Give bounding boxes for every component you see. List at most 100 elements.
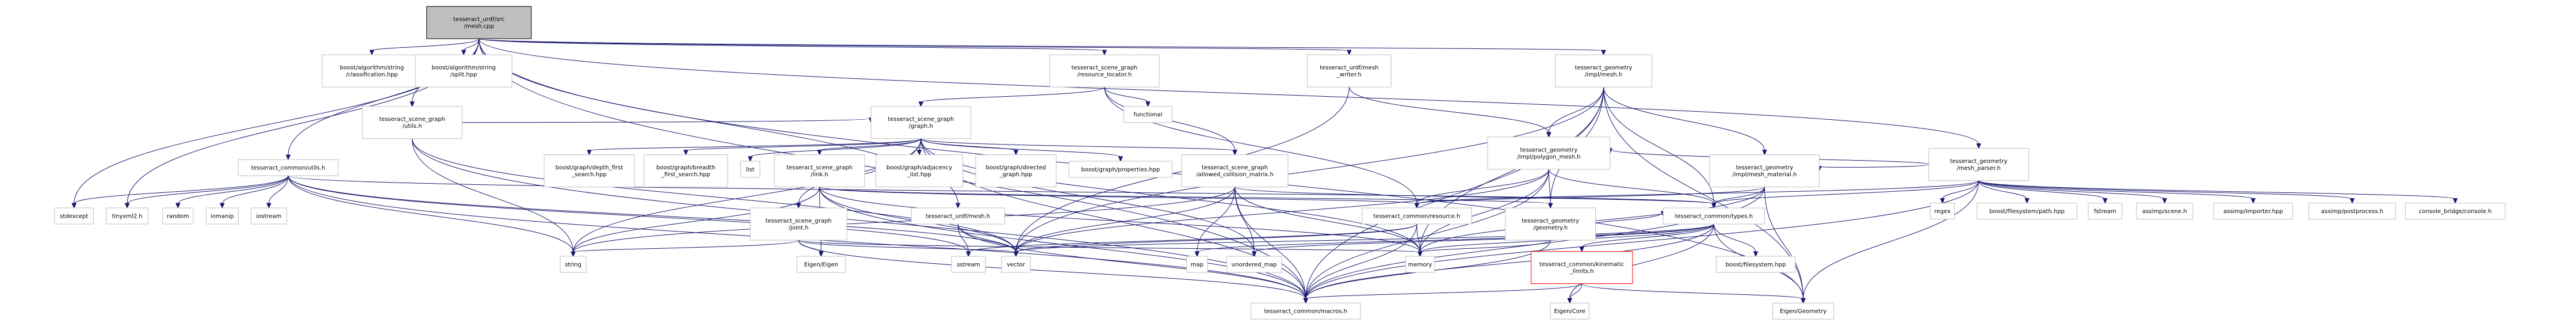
node-allowed-collision-matrix-h[interactable]: tesseract_scene_graph/allowed_collision_… <box>1181 154 1289 188</box>
node-urdf-mesh-h[interactable]: tesseract_urdf/mesh.h <box>911 207 1005 225</box>
node-directed-graph-hpp[interactable]: boost/graph/directed_graph.hpp <box>975 154 1057 188</box>
edge-n0-n5 <box>479 38 1606 56</box>
node-urdf-mesh-writer-h[interactable]: tesseract_urdf/mesh_writer.h <box>1307 54 1392 88</box>
edge-n20-n35 <box>1414 187 1765 209</box>
node-classification-hpp[interactable]: boost/algorithm/string/classification.hp… <box>322 54 422 88</box>
node-stdexcept-label-0: stdexcept <box>60 214 88 220</box>
node-string[interactable]: string <box>560 256 587 273</box>
node-fstream-label-0: fstream <box>2094 208 2116 215</box>
node-geometry-geometry-h[interactable]: tesseract_geometry/geometry.h <box>1505 207 1596 241</box>
edge-n10-n24 <box>1978 180 2168 204</box>
node-breadth-first-search-hpp[interactable]: boost/graph/breadth_first_search.hpp <box>644 154 728 188</box>
node-assimp-postprocess-h-label-0: assimp/postprocess.h <box>2321 208 2383 215</box>
node-functional[interactable]: functional <box>1123 106 1172 123</box>
node-vector[interactable]: vector <box>1001 256 1031 273</box>
edge-n45-n47 <box>1303 283 1583 304</box>
node-adjacency-list-hpp[interactable]: boost/graph/adjacency_list.hpp <box>876 154 964 188</box>
node-split-hpp[interactable]: boost/algorithm/string/split.hpp <box>415 54 513 88</box>
node-urdf-mesh-writer-h-label-0: tesseract_urdf/mesh <box>1320 65 1378 71</box>
node-common-utils-h-label-0: tesseract_common/utils.h <box>251 165 326 172</box>
node-classification-hpp-label-1: /classification.hpp <box>346 72 398 78</box>
node-assimp-importer-hpp-label-0: assimp/Importer.hpp <box>2223 208 2283 215</box>
node-mesh-material-h[interactable]: tesseract_geometry/impl/mesh_material.h <box>1709 154 1820 188</box>
node-geometry-mesh-h-label-0: tesseract_geometry <box>1575 65 1633 71</box>
edge-n37-n46 <box>1713 224 1759 257</box>
node-assimp-scene-h[interactable]: assimp/scene.h <box>2136 203 2193 220</box>
node-filesystem-hpp[interactable]: boost/filesystem.hpp <box>1715 256 1796 273</box>
node-assimp-importer-hpp[interactable]: assimp/Importer.hpp <box>2213 203 2293 220</box>
node-eigen-core[interactable]: Eigen/Core <box>1550 302 1589 320</box>
node-tinyxml2-h-label-0: tinyxml2.h <box>112 214 142 220</box>
node-list-label-0: list <box>746 166 755 173</box>
edge-n10-n21 <box>1940 180 1979 204</box>
edge-n19-n37 <box>1235 187 1717 209</box>
node-mesh-cpp[interactable]: tesseract_urdf/src/mesh.cpp <box>426 6 532 39</box>
node-depth-first-search-hpp[interactable]: boost/graph/depth_first_search.hpp <box>544 154 635 188</box>
node-depth-first-search-hpp-label-1: _search.hpp <box>571 172 606 178</box>
edge-n5-n9 <box>1546 87 1604 138</box>
node-directed-graph-hpp-label-0: boost/graph/directed <box>986 165 1046 171</box>
node-mesh-cpp-label-0: tesseract_urdf/src <box>453 17 505 23</box>
node-resource-locator-h-label-0: tesseract_scene_graph <box>1071 65 1137 71</box>
edge-n35-n41 <box>1013 223 1417 257</box>
node-breadth-first-search-hpp-label-0: boost/graph/breadth <box>656 165 716 171</box>
node-scene-graph-joint-h[interactable]: tesseract_scene_graph/joint.h <box>750 207 847 241</box>
node-mesh-parser-h[interactable]: tesseract_geometry/mesh_parser.h <box>1928 147 2029 181</box>
node-sstream[interactable]: sstream <box>951 256 986 273</box>
edge-n8-n12 <box>587 138 922 155</box>
node-common-macros-h[interactable]: tesseract_common/macros.h <box>1251 302 1361 320</box>
node-iostream[interactable]: iostream <box>251 207 287 225</box>
node-mesh-cpp-label-1: /mesh.cpp <box>464 24 494 30</box>
edge-n20-n48 <box>1764 187 1806 304</box>
node-console-bridge-h[interactable]: console_bridge/console.h <box>2405 203 2506 220</box>
node-scene-graph-utils-h[interactable]: tesseract_scene_graph/utils.h <box>362 106 463 139</box>
node-regex-label-0: regex <box>1935 208 1951 215</box>
node-eigen-eigen[interactable]: Eigen/Eigen <box>796 256 846 273</box>
edge-n3-n7 <box>1104 86 1151 107</box>
edge-n33-n41 <box>798 240 1019 257</box>
node-polygon-mesh-h[interactable]: tesseract_geometry/impl/polygon_mesh.h <box>1487 136 1611 170</box>
node-tinyxml2-h[interactable]: tinyxml2.h <box>106 207 148 225</box>
node-map[interactable]: map <box>1186 256 1208 273</box>
edge-n0-n10 <box>479 39 1981 149</box>
node-scene-graph-graph-h[interactable]: tesseract_scene_graph/graph.h <box>870 106 972 139</box>
edge-n35-n47 <box>1303 224 1417 304</box>
node-random[interactable]: random <box>162 207 194 225</box>
node-fstream[interactable]: fstream <box>2088 203 2123 220</box>
node-memory[interactable]: memory <box>1405 256 1435 273</box>
edge-n3-n8 <box>918 86 1105 107</box>
node-scene-graph-link-h[interactable]: tesseract_scene_graph/link.h <box>774 154 865 188</box>
node-geometry-mesh-h[interactable]: tesseract_geometry/impl/mesh.h <box>1555 54 1653 88</box>
node-common-resource-h[interactable]: tesseract_common/resource.h <box>1362 207 1472 225</box>
node-functional-label-0: functional <box>1134 112 1163 118</box>
edge-n33-n38 <box>571 240 799 257</box>
edge-n11-n28 <box>71 175 289 209</box>
node-filesystem-path-hpp[interactable]: boost/filesystem/path.hpp <box>1977 203 2077 220</box>
node-regex[interactable]: regex <box>1930 203 1955 220</box>
node-adjacency-list-hpp-label-1: _list.hpp <box>907 172 931 178</box>
edge-n8-n14 <box>747 138 922 162</box>
edge-n8-n19 <box>920 138 1237 155</box>
node-assimp-postprocess-h[interactable]: assimp/postprocess.h <box>2308 203 2397 220</box>
node-eigen-core-label-0: Eigen/Core <box>1554 309 1585 315</box>
node-kinematic-limits-h[interactable]: tesseract_common/kinematic_limits.h <box>1531 251 1633 285</box>
node-unordered-map[interactable]: unordered_map <box>1226 256 1282 273</box>
node-scene-graph-link-h-label-1: /link.h <box>811 172 828 178</box>
node-eigen-geometry[interactable]: Eigen/Geometry <box>1772 302 1834 320</box>
node-breadth-first-search-hpp-label-1: _first_search.hpp <box>661 172 710 178</box>
node-mesh-parser-h-label-0: tesseract_geometry <box>1950 158 2008 165</box>
node-iomanip[interactable]: iomanip <box>205 207 239 225</box>
edge-n4-n9 <box>1348 87 1551 138</box>
node-resource-locator-h[interactable]: tesseract_scene_graph/resource_locator.h <box>1049 54 1160 88</box>
edge-n0-n1 <box>369 38 480 56</box>
edge-n20-n37 <box>1711 187 1765 209</box>
node-common-resource-h-label-0: tesseract_common/resource.h <box>1373 214 1460 220</box>
node-common-types-h[interactable]: tesseract_common/types.h <box>1662 207 1765 225</box>
node-mesh-material-h-label-1: /impl/mesh_material.h <box>1732 172 1797 178</box>
node-properties-hpp[interactable]: boost/graph/properties.hpp <box>1068 161 1172 178</box>
node-map-label-0: map <box>1191 261 1203 268</box>
node-stdexcept[interactable]: stdexcept <box>54 207 94 225</box>
node-list[interactable]: list <box>740 161 760 178</box>
edge-n0-n4 <box>479 38 1352 56</box>
node-common-utils-h[interactable]: tesseract_common/utils.h <box>238 159 339 176</box>
